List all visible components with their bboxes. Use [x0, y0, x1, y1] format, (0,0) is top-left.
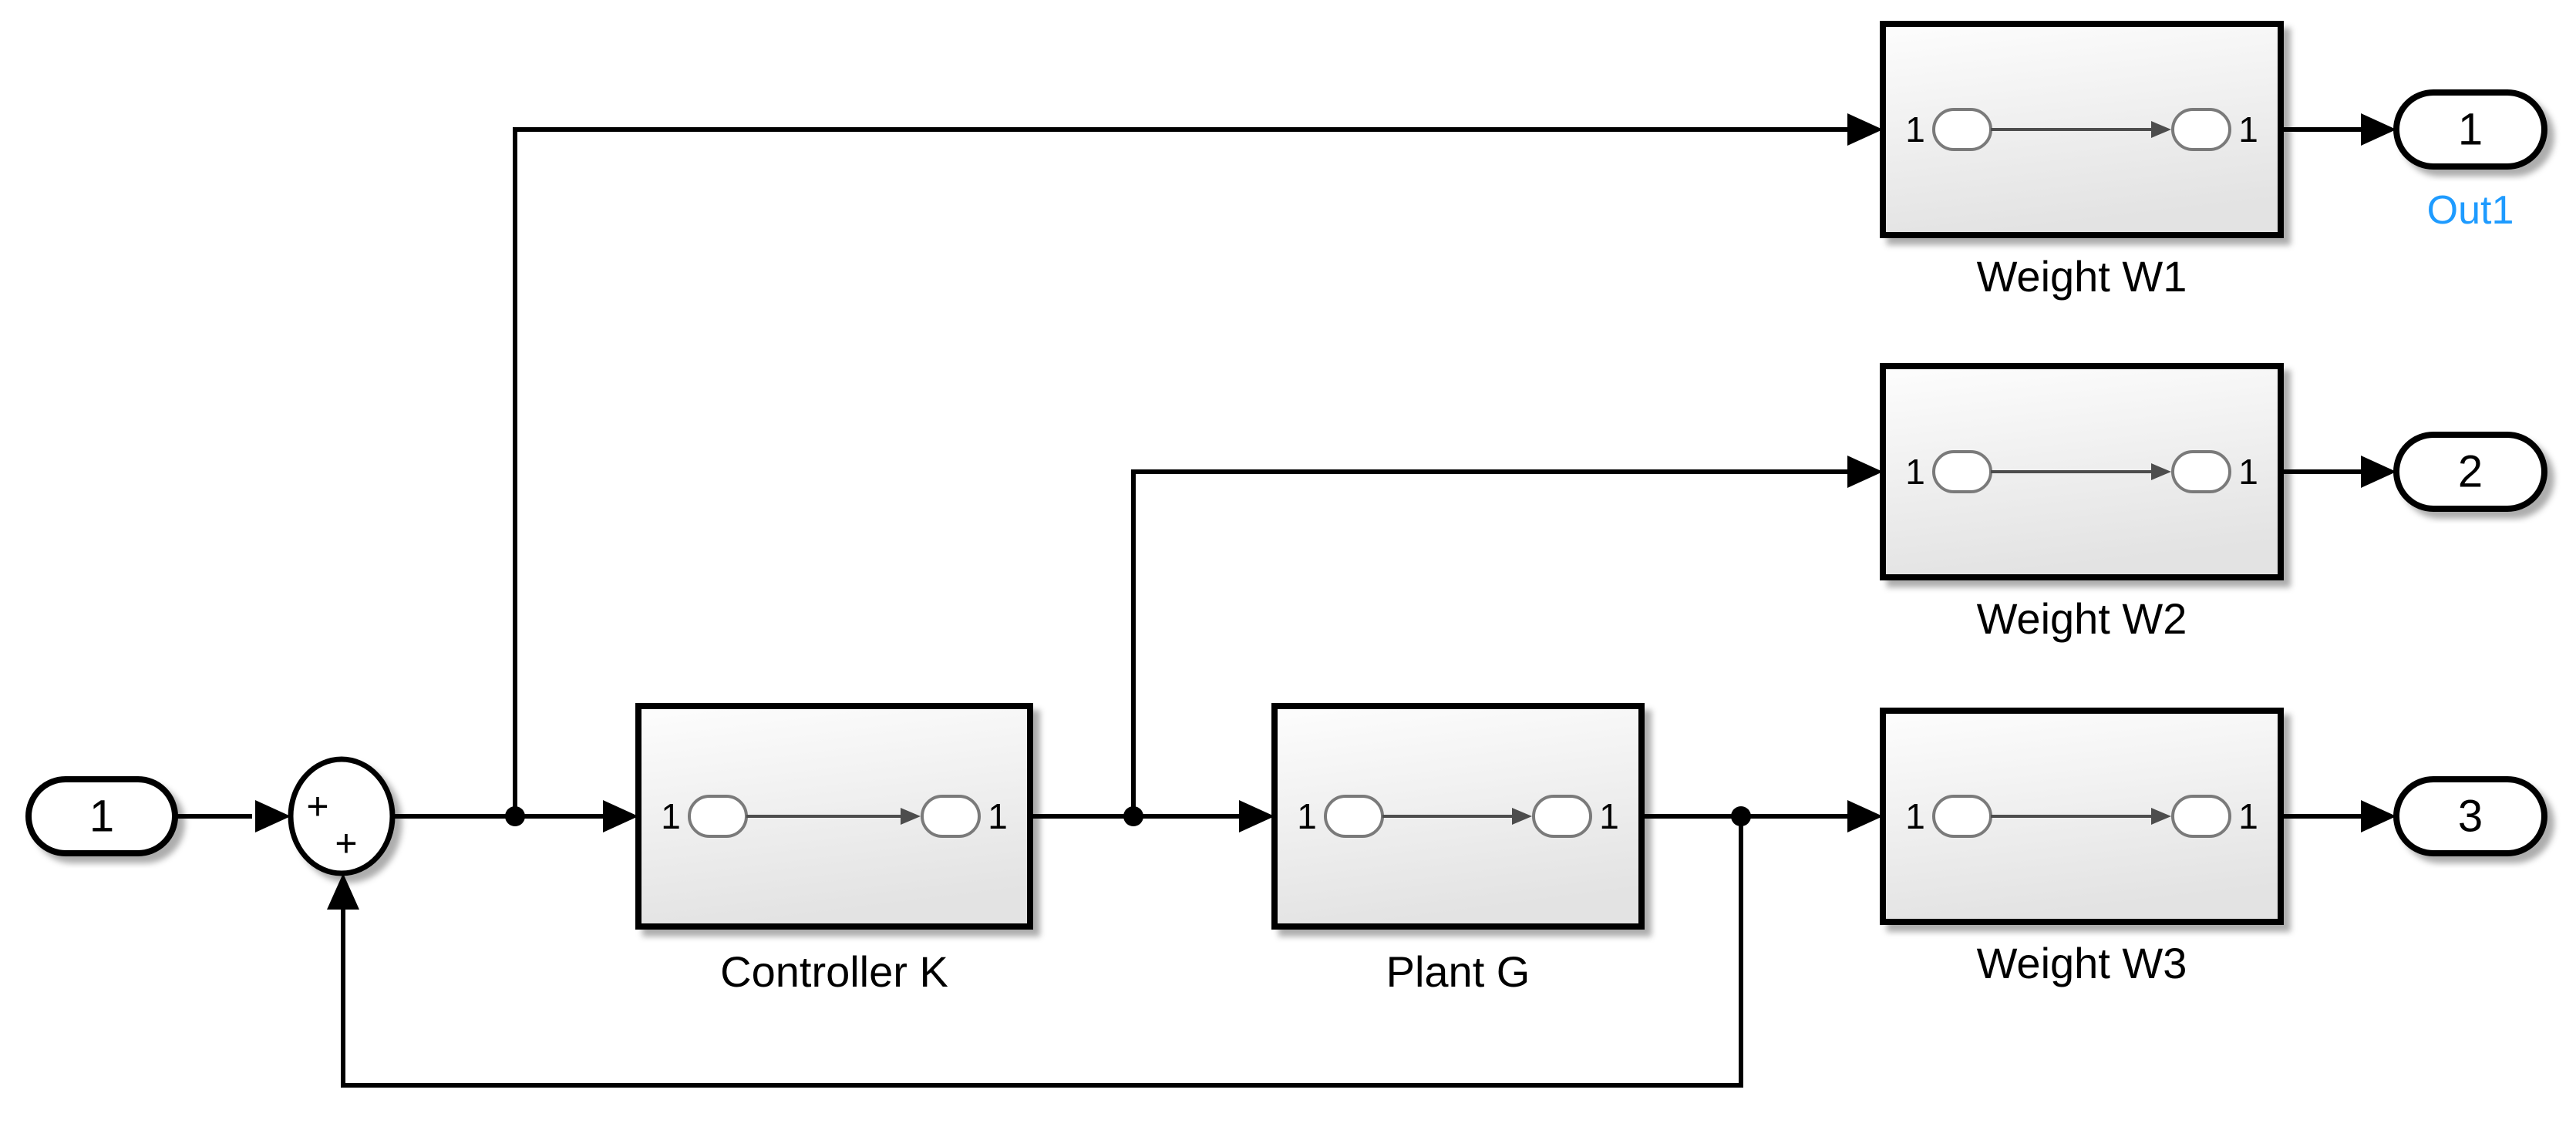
subsystem-weight-w1: 1 1 Weight W1	[1880, 21, 2284, 301]
arrowhead-into-out1-icon	[2361, 113, 2396, 146]
subsystem-mini-arrow-icon	[901, 808, 921, 825]
subsystem-plant-g: 1 1 Plant G	[1271, 703, 1645, 996]
sum-sign-feedback: +	[335, 822, 357, 865]
subsystem-weight-w3: 1 1 Weight W3	[1880, 708, 2284, 987]
subsystem-outport-icon	[2171, 108, 2231, 151]
arrowhead-into-out3-icon	[2361, 800, 2396, 832]
subsystem-outport-icon	[2171, 795, 2231, 838]
inport-1-number: 1	[89, 792, 114, 842]
outport-3: 3	[2393, 776, 2547, 856]
subsystem-inport-icon	[1932, 795, 1992, 838]
subsystem-inport-icon	[688, 795, 748, 838]
arrowhead-into-sum-feedback-icon	[327, 873, 359, 910]
subsystem-outport-icon	[2171, 450, 2231, 493]
outport-3-oval[interactable]	[2393, 776, 2547, 856]
sum-block-ellipse[interactable]	[288, 756, 396, 876]
subsystem-inport-icon	[1324, 795, 1384, 838]
subsystem-weight-w1-outport-number: 1	[2238, 109, 2258, 150]
subsystem-weight-w1-label[interactable]: Weight W1	[1977, 252, 2187, 301]
subsystem-outport-icon	[921, 795, 981, 838]
subsystem-weight-w2-inport-number: 1	[1905, 452, 1925, 492]
outport-1: 1 Out1	[2393, 89, 2547, 233]
arrowhead-into-plant-icon	[1239, 800, 1275, 832]
outport-2-number: 2	[2458, 447, 2483, 497]
subsystem-plant-g-label[interactable]: Plant G	[1386, 947, 1530, 996]
subsystem-weight-w1-inport-number: 1	[1905, 109, 1925, 150]
arrowhead-into-controller-icon	[603, 800, 638, 832]
inport-1-oval[interactable]	[25, 776, 178, 856]
subsystem-mini-arrow-icon	[2151, 463, 2171, 480]
subsystem-controller-k-label[interactable]: Controller K	[720, 947, 948, 996]
outport-1-number: 1	[2458, 105, 2483, 155]
arrowhead-into-w3-icon	[1847, 800, 1883, 832]
subsystem-controller-k-inport-number: 1	[661, 796, 681, 836]
subsystem-outport-icon	[1532, 795, 1592, 838]
arrowhead-into-w2-icon	[1847, 456, 1883, 488]
inport-1: 1	[25, 776, 178, 856]
wire-feedback[interactable]	[341, 816, 1743, 1088]
subsystem-inport-icon	[1932, 108, 1992, 151]
arrowhead-into-w1-icon	[1847, 113, 1883, 146]
outport-1-label[interactable]: Out1	[2427, 188, 2514, 233]
outport-1-oval[interactable]	[2393, 89, 2547, 170]
subsystem-weight-w2: 1 1 Weight W2	[1880, 363, 2284, 643]
subsystem-weight-w2-outport-number: 1	[2238, 452, 2258, 492]
outport-2: 2	[2393, 432, 2547, 512]
subsystem-weight-w3-outport-number: 1	[2238, 796, 2258, 836]
subsystem-weight-w2-label[interactable]: Weight W2	[1977, 594, 2187, 643]
arrowhead-into-out2-icon	[2361, 456, 2396, 488]
subsystem-plant-g-outport-number: 1	[1599, 796, 1619, 836]
subsystem-weight-w3-inport-number: 1	[1905, 796, 1925, 836]
arrowhead-into-sum-icon	[255, 800, 291, 832]
subsystem-mini-arrow-icon	[2151, 121, 2171, 138]
sum-block: + +	[288, 756, 396, 876]
subsystem-mini-arrow-icon	[1512, 808, 1532, 825]
subsystem-inport-icon	[1932, 450, 1992, 493]
outport-3-number: 3	[2458, 792, 2483, 842]
sum-sign-input: +	[306, 785, 328, 828]
subsystem-mini-arrow-icon	[2151, 808, 2171, 825]
outport-2-oval[interactable]	[2393, 432, 2547, 512]
subsystem-plant-g-inport-number: 1	[1297, 796, 1317, 836]
subsystem-weight-w3-label[interactable]: Weight W3	[1977, 939, 2187, 987]
subsystem-controller-k: 1 1 Controller K	[635, 703, 1033, 996]
subsystem-controller-k-outport-number: 1	[988, 796, 1008, 836]
wire-branch-to-w2[interactable]	[1131, 469, 1847, 816]
wire-branch-to-w1[interactable]	[513, 127, 1847, 816]
